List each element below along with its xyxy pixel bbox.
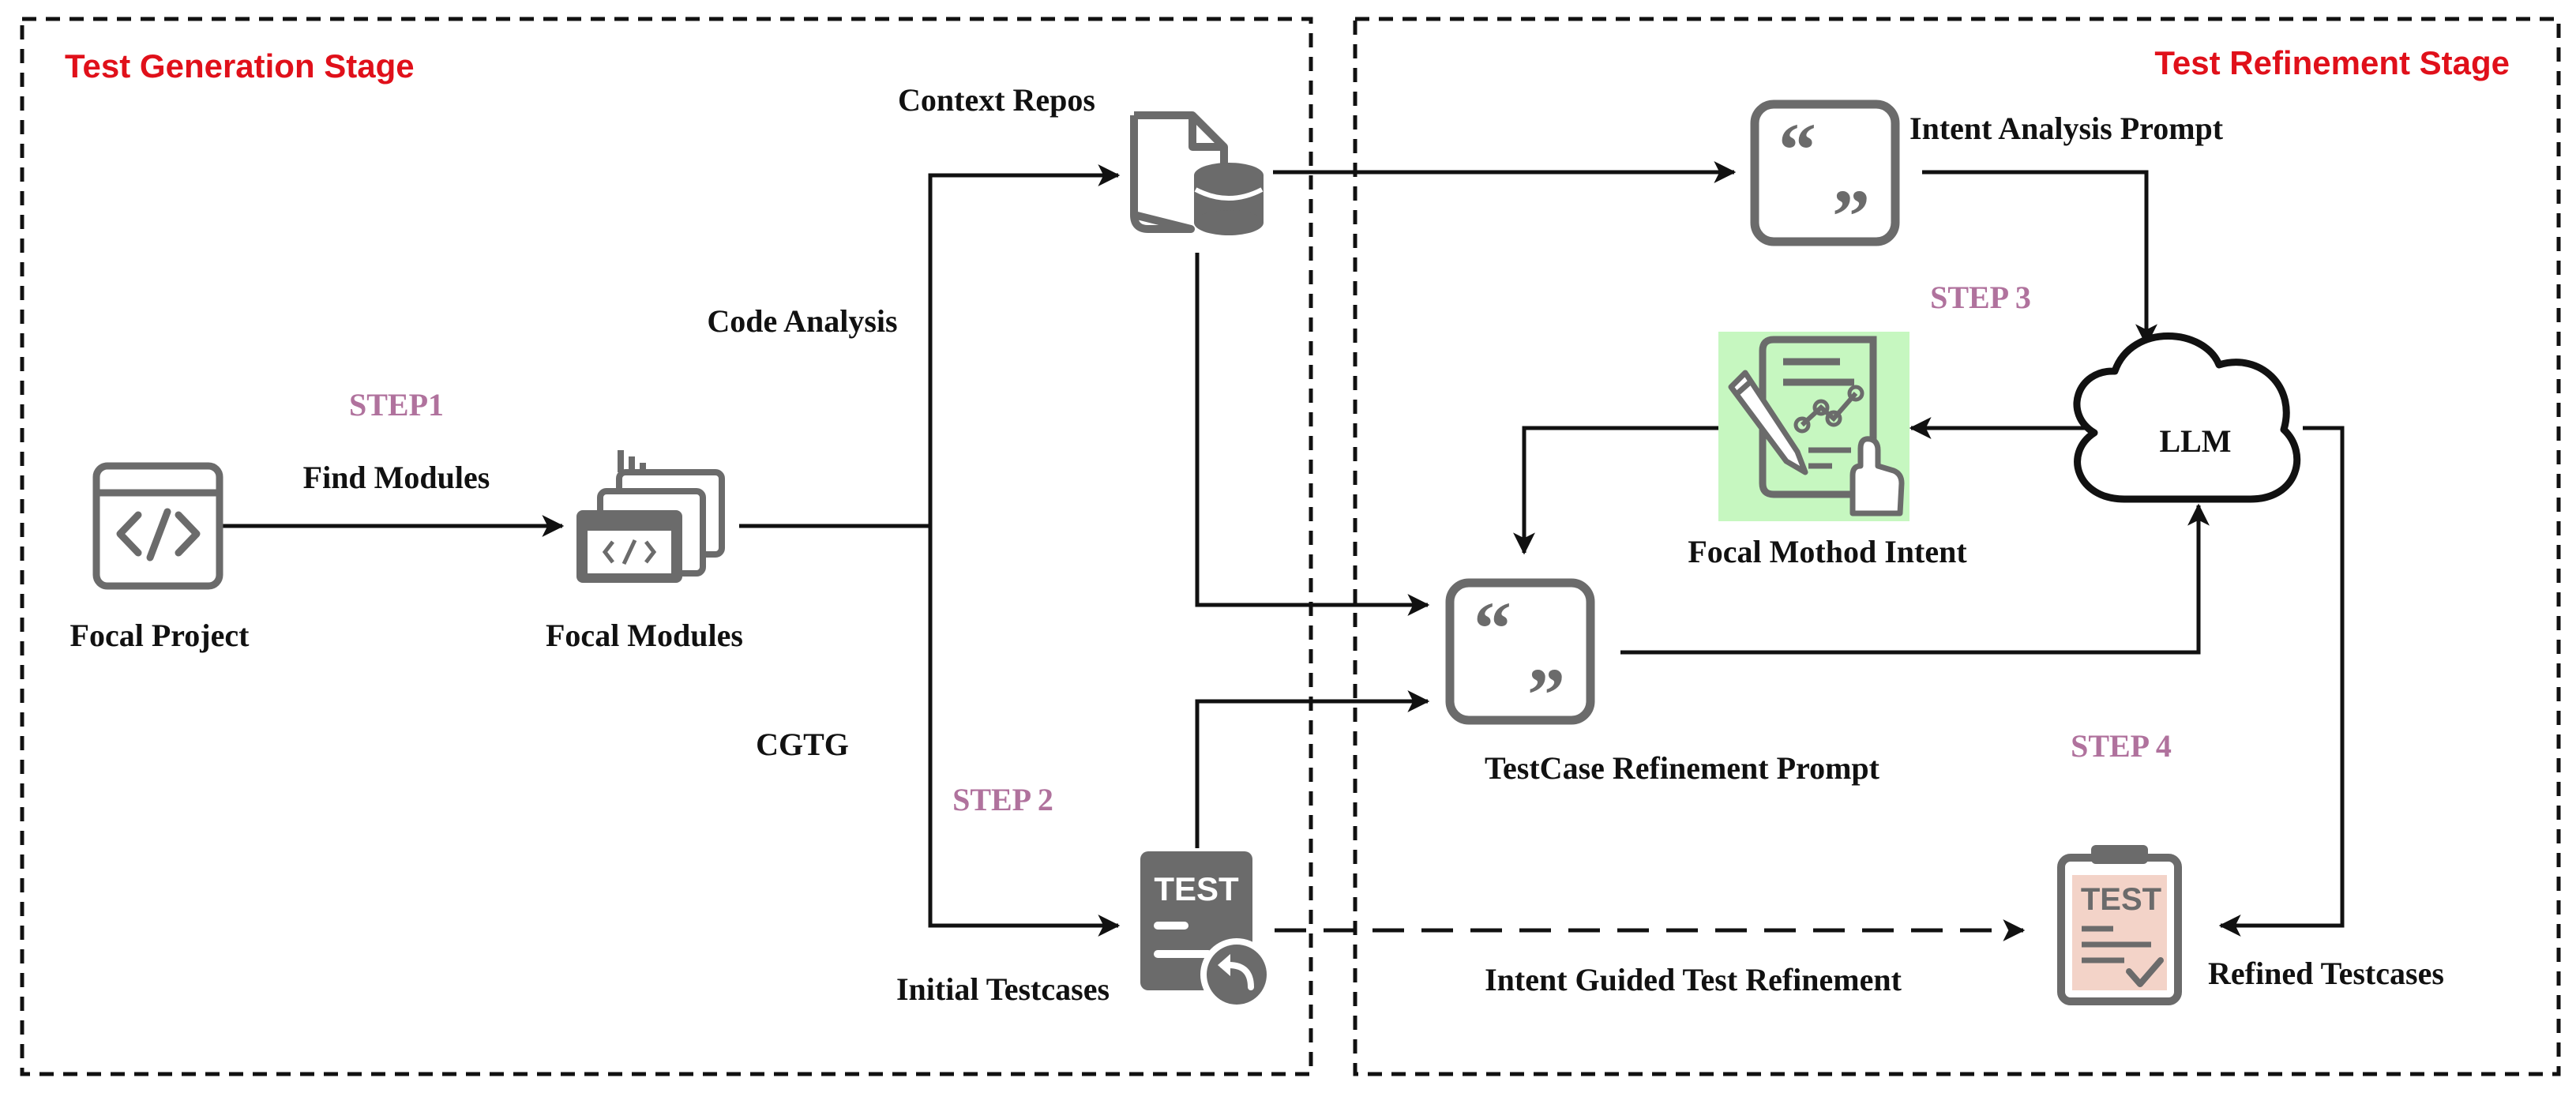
step3-label: STEP 3 (1930, 280, 2031, 315)
cloud-icon (2073, 332, 2301, 503)
file-database-icon (1130, 111, 1264, 235)
test-document-icon: TEST (1140, 851, 1273, 1011)
context-repos-label: Context Repos (898, 82, 1095, 118)
arrow-initial-refine (1195, 690, 1430, 848)
focal-project-label: Focal Project (70, 618, 250, 653)
stacked-code-windows-icon (576, 450, 725, 583)
svg-text:“: “ (1474, 586, 1511, 670)
arrow-code-analysis (928, 164, 1121, 526)
arrow-intent-llm (1922, 170, 2157, 347)
focal-intent-label: Focal Mothod Intent (1688, 534, 1967, 569)
test-clipboard-icon: TEST (2057, 845, 2182, 1005)
step2-label: STEP 2 (952, 782, 1053, 817)
quote-icon: “ ” (1750, 100, 1900, 258)
step1-label: STEP1 (349, 387, 444, 423)
arrow-cgtg (928, 526, 1121, 937)
arrow-intent-refine (1513, 426, 1718, 555)
edge-label-find-modules: Find Modules (303, 460, 490, 495)
intent-prompt-label: Intent Analysis Prompt (1909, 111, 2224, 146)
focal-modules-label: Focal Modules (546, 618, 743, 653)
arrow-llm-refined (2218, 426, 2345, 937)
edge-label-code-analysis: Code Analysis (707, 303, 897, 339)
refinement-stage-title: Test Refinement Stage (2154, 44, 2510, 81)
generation-stage-box (20, 17, 1313, 1076)
refined-testcases-badge: TEST (2081, 882, 2161, 917)
initial-testcases-badge: TEST (1154, 870, 1239, 907)
edge-label-intent-guided: Intent Guided Test Refinement (1485, 962, 1902, 997)
initial-testcases-label: Initial Testcases (896, 971, 1110, 1007)
generation-stage-title: Test Generation Stage (65, 47, 415, 85)
refined-testcases-label: Refined Testcases (2208, 956, 2444, 991)
refinement-stage-box (1353, 17, 2561, 1076)
llm-label: LLM (2159, 423, 2231, 459)
svg-text:”: ” (1832, 174, 1870, 258)
arrow-refine-llm (1620, 503, 2210, 655)
quote-icon: “ ” (1445, 578, 1595, 737)
connectors (223, 161, 2345, 941)
svg-text:“: “ (1778, 107, 1816, 192)
edge-label-cgtg: CGTG (756, 727, 849, 762)
svg-text:”: ” (1527, 652, 1565, 737)
arrow-context-refine (1195, 253, 1430, 616)
refinement-prompt-label: TestCase Refinement Prompt (1485, 750, 1880, 786)
code-window-icon (92, 462, 223, 590)
signed-report-icon (1718, 332, 1909, 521)
step4-label: STEP 4 (2071, 728, 2172, 764)
